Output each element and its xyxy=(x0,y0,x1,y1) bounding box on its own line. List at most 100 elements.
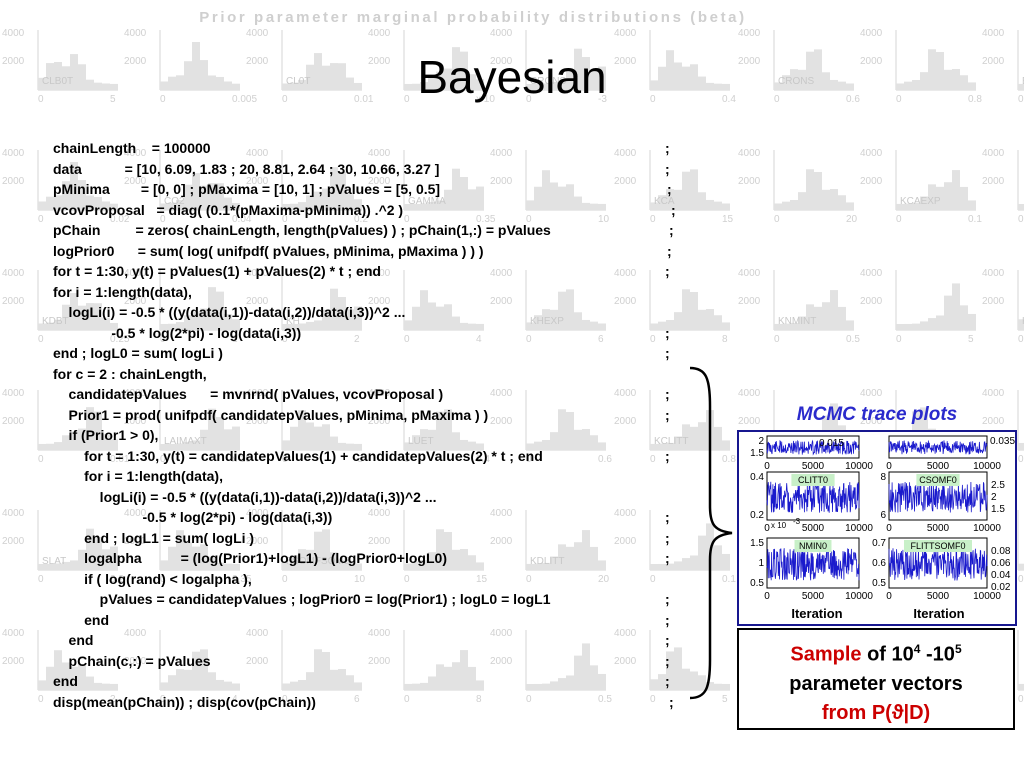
code-line: logPrior0 = sum( log( unifpdf( pValues, … xyxy=(53,241,693,262)
svg-text:0: 0 xyxy=(526,334,532,345)
x-tick-label: 0 xyxy=(886,523,892,534)
svg-text:0.2: 0.2 xyxy=(110,574,124,585)
svg-text:20: 20 xyxy=(846,214,858,225)
svg-text:0.4: 0.4 xyxy=(476,454,490,465)
sample-line-3: from P(ϑ|D) xyxy=(739,699,1013,728)
svg-text:5: 5 xyxy=(110,94,116,105)
svg-text:4000: 4000 xyxy=(368,28,391,39)
code-line: for c = 2 : chainLength, xyxy=(53,364,693,385)
svg-text:2000: 2000 xyxy=(490,56,513,67)
svg-text:4000: 4000 xyxy=(2,508,25,519)
svg-text:10: 10 xyxy=(598,214,610,225)
svg-text:4000: 4000 xyxy=(490,28,513,39)
y-tick-label: 0.2 xyxy=(750,510,764,521)
svg-text:2000: 2000 xyxy=(738,296,761,307)
svg-text:2000: 2000 xyxy=(368,296,391,307)
svg-text:0: 0 xyxy=(160,694,166,705)
svg-text:0: 0 xyxy=(896,214,902,225)
svg-text:KCLITT: KCLITT xyxy=(654,436,688,447)
code-semicolon: ; xyxy=(665,550,670,566)
svg-text:2000: 2000 xyxy=(982,296,1005,307)
svg-text:4000: 4000 xyxy=(246,388,269,399)
extra-tick-label: 0.06 xyxy=(991,558,1011,569)
svg-text:2000: 2000 xyxy=(246,56,269,67)
svg-text:2000: 2000 xyxy=(2,56,25,67)
svg-text:2000: 2000 xyxy=(490,176,513,187)
svg-text:2000: 2000 xyxy=(490,296,513,307)
theta-symbol: ϑ xyxy=(891,701,904,724)
trace-series xyxy=(766,548,860,581)
trace-panel-label: CLITT0 xyxy=(798,475,828,485)
svg-text:4000: 4000 xyxy=(614,148,637,159)
svg-text:KNMINT: KNMINT xyxy=(778,316,816,327)
svg-text:2000: 2000 xyxy=(124,536,147,547)
code-text: vcovProposal = diag( (0.1*(pMaxima-pMini… xyxy=(53,201,404,218)
svg-text:CL0T: CL0T xyxy=(286,76,310,87)
svg-text:0: 0 xyxy=(1018,694,1024,705)
svg-text:0: 0 xyxy=(282,334,288,345)
svg-text:4000: 4000 xyxy=(614,268,637,279)
svg-text:15: 15 xyxy=(476,574,488,585)
svg-text:2000: 2000 xyxy=(246,416,269,427)
code-semicolon: ; xyxy=(665,673,670,689)
svg-text:0.04: 0.04 xyxy=(232,214,252,225)
svg-text:0: 0 xyxy=(404,214,410,225)
code-line: for i = 1:length(data), xyxy=(53,282,693,303)
svg-text:4000: 4000 xyxy=(2,148,25,159)
code-semicolon: ; xyxy=(669,693,674,710)
code-text: -0.5 * log(2*pi) - log(data(i,3)) xyxy=(53,509,333,525)
x-tick-label: 5000 xyxy=(927,461,950,472)
svg-text:4000: 4000 xyxy=(2,628,25,639)
svg-text:20: 20 xyxy=(598,574,610,585)
svg-text:0: 0 xyxy=(774,214,780,225)
svg-text:0: 0 xyxy=(650,694,656,705)
svg-text:4000: 4000 xyxy=(124,268,147,279)
svg-text:LUET: LUET xyxy=(408,436,434,447)
svg-text:2000: 2000 xyxy=(124,56,147,67)
svg-text:2000: 2000 xyxy=(738,176,761,187)
sample-exp-1: 4 xyxy=(913,642,921,656)
svg-text:2000: 2000 xyxy=(614,416,637,427)
svg-text:4000: 4000 xyxy=(124,628,147,639)
code-line: -0.5 * log(2*pi) - log(data(i,3)); xyxy=(53,323,693,344)
code-text: pChain = zeros( chainLength, length(pVal… xyxy=(53,222,551,238)
svg-text:2000: 2000 xyxy=(860,416,883,427)
svg-text:0: 0 xyxy=(38,214,44,225)
code-semicolon: ; xyxy=(665,529,670,546)
svg-text:2000: 2000 xyxy=(614,56,637,67)
svg-text:0: 0 xyxy=(282,694,288,705)
svg-text:10: 10 xyxy=(354,574,366,585)
svg-text:5: 5 xyxy=(722,694,728,705)
svg-text:4000: 4000 xyxy=(738,148,761,159)
svg-text:4000: 4000 xyxy=(614,628,637,639)
svg-text:4000: 4000 xyxy=(2,268,25,279)
x-tick-label: 10000 xyxy=(845,523,873,534)
extra-tick-label: 0.08 xyxy=(991,546,1011,557)
extra-tick-label: 2 xyxy=(991,492,997,503)
x-tick-label: 5000 xyxy=(802,461,825,472)
y-tick-label: 1.5 xyxy=(750,448,764,459)
code-line: for t = 1:30, y(t) = candidatepValues(1)… xyxy=(53,446,693,467)
code-line: end ; logL0 = sum( logLi ); xyxy=(53,343,693,364)
code-text: disp(mean(pChain)) ; disp(cov(pChain)) xyxy=(53,693,316,710)
svg-text:2000: 2000 xyxy=(368,416,391,427)
trace-panel-label: CSOMF0 xyxy=(919,475,957,485)
svg-text:0.35: 0.35 xyxy=(232,574,252,585)
x-tick-label: 10000 xyxy=(845,591,873,602)
svg-text:BETA: BETA xyxy=(1022,76,1024,87)
svg-text:2000: 2000 xyxy=(368,536,391,547)
x-axis-label: Iteration xyxy=(913,606,964,621)
y-tick-label: 0.7 xyxy=(872,538,886,549)
svg-text:0: 0 xyxy=(160,454,166,465)
y-tick-label: 0.4 xyxy=(750,472,764,483)
slide-title: Bayesian xyxy=(417,51,607,103)
svg-text:2000: 2000 xyxy=(124,656,147,667)
svg-text:2000: 2000 xyxy=(738,416,761,427)
svg-text:KHEXP: KHEXP xyxy=(530,316,564,327)
code-semicolon: ; xyxy=(665,160,670,177)
svg-text:2000: 2000 xyxy=(614,536,637,547)
code-line: end; xyxy=(53,630,693,651)
svg-text:4000: 4000 xyxy=(490,628,513,639)
svg-text:0: 0 xyxy=(650,454,656,465)
